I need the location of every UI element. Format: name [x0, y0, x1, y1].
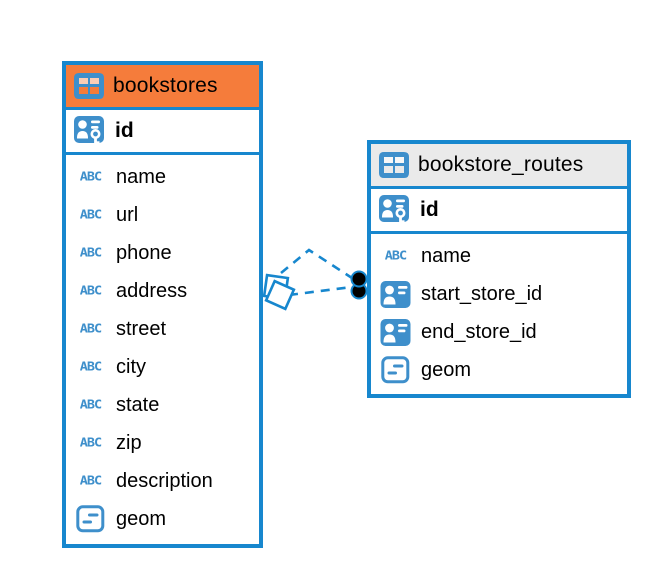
column-row-name[interactable]: ABC name	[66, 158, 259, 196]
table-icon	[379, 152, 409, 178]
reference-id-icon	[380, 318, 411, 346]
column-row-city[interactable]: ABC city	[66, 348, 259, 386]
text-type-icon: ABC	[79, 321, 102, 337]
text-type-icon: ABC	[79, 169, 102, 185]
text-type-icon: ABC	[79, 283, 102, 299]
primary-key-icon	[379, 194, 409, 226]
relationship-end-dot-marker[interactable]	[350, 270, 368, 300]
text-type-icon: ABC	[79, 473, 102, 489]
table-icon	[74, 73, 104, 99]
table-bookstore-routes[interactable]: bookstore_routes id ABC name	[367, 140, 631, 398]
primary-key-name: id	[420, 198, 439, 221]
reference-id-icon	[380, 280, 411, 308]
table-header-bookstores[interactable]: bookstores	[66, 65, 259, 107]
text-type-icon: ABC	[79, 397, 102, 413]
text-type-icon: ABC	[79, 359, 102, 375]
column-row-state[interactable]: ABC state	[66, 386, 259, 424]
relationship-line[interactable]	[280, 248, 353, 280]
text-type-icon: ABC	[79, 207, 102, 223]
column-row-start-store-id[interactable]: start_store_id	[371, 275, 627, 313]
column-row-phone[interactable]: ABC phone	[66, 234, 259, 272]
column-row-zip[interactable]: ABC zip	[66, 424, 259, 462]
column-row-geom[interactable]: geom	[371, 351, 627, 389]
column-row-routes-id[interactable]: id	[371, 186, 627, 231]
column-row-geom[interactable]: geom	[66, 500, 259, 538]
column-row-address[interactable]: ABC address	[66, 272, 259, 310]
text-type-icon: ABC	[79, 435, 102, 451]
column-row-description[interactable]: ABC description	[66, 462, 259, 500]
relationship-end-diamond-marker[interactable]	[262, 273, 296, 311]
table-header-bookstore-routes[interactable]: bookstore_routes	[371, 144, 627, 186]
geometry-type-icon	[76, 505, 105, 533]
table-bookstores[interactable]: bookstores id ABC name ABC	[62, 61, 263, 548]
text-type-icon: ABC	[79, 245, 102, 261]
text-type-icon: ABC	[384, 248, 407, 264]
column-row-url[interactable]: ABC url	[66, 196, 259, 234]
primary-key-icon	[74, 115, 104, 147]
column-row-end-store-id[interactable]: end_store_id	[371, 313, 627, 351]
relationship-line[interactable]	[288, 285, 353, 297]
column-list: ABC name start_store_id	[371, 231, 627, 394]
column-row-name[interactable]: ABC name	[371, 237, 627, 275]
column-row-bookstores-id[interactable]: id	[66, 107, 259, 152]
geometry-type-icon	[381, 356, 410, 384]
primary-key-name: id	[115, 119, 134, 142]
column-row-street[interactable]: ABC street	[66, 310, 259, 348]
column-list: ABC name ABC url ABC phone ABC address A…	[66, 152, 259, 544]
table-title: bookstore_routes	[418, 153, 584, 176]
table-title: bookstores	[113, 74, 218, 97]
